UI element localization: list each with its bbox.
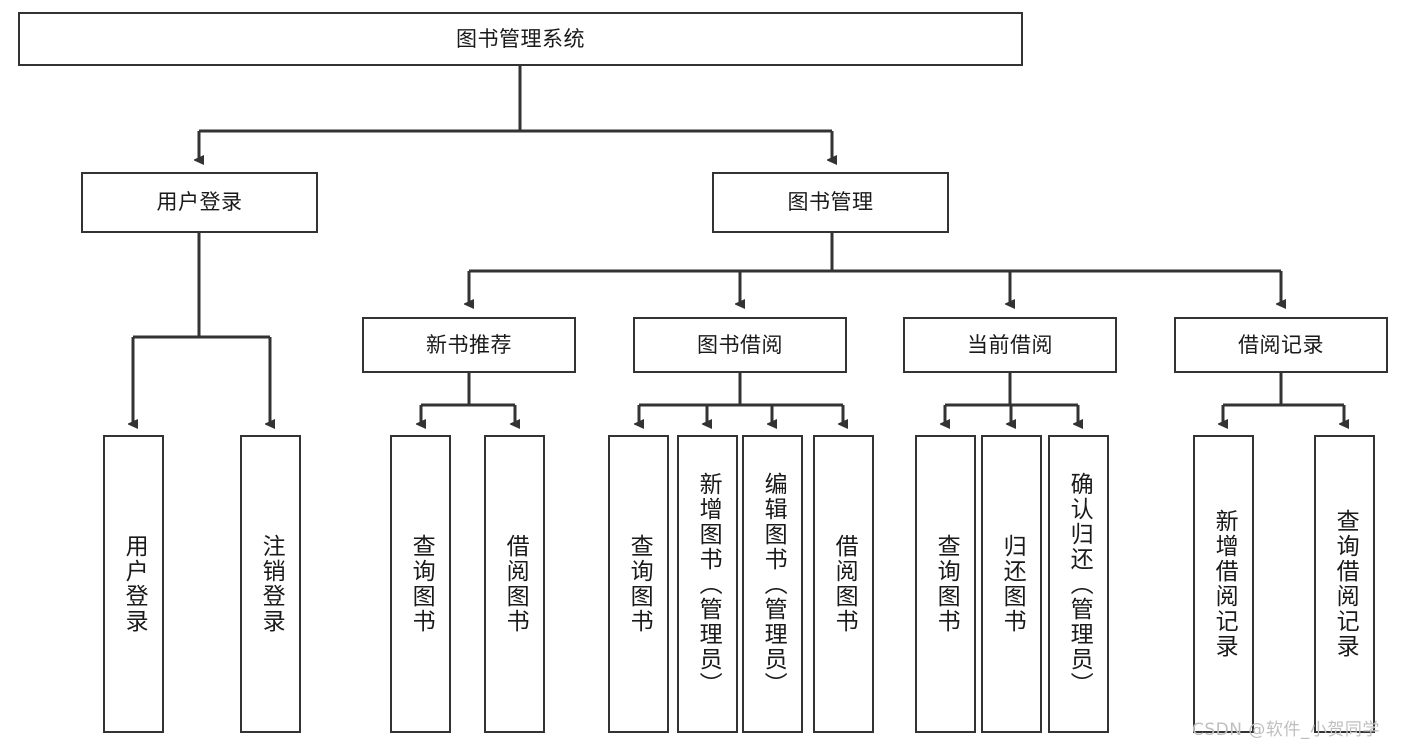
node-leaf-query-record-label: 查询借阅记录: [1332, 509, 1359, 659]
node-leaf-add-book[interactable]: 新增图书（管理员）: [677, 435, 738, 733]
node-leaf-borrow-book-1-label: 借阅图书: [502, 534, 529, 634]
node-leaf-confirm-return-label: 确认归还（管理员）: [1066, 471, 1093, 697]
node-leaf-add-record-label: 新增借阅记录: [1211, 509, 1238, 659]
node-leaf-query-book-3[interactable]: 查询图书: [915, 435, 976, 733]
node-book-borrow-label: 图书借阅: [697, 332, 783, 357]
node-leaf-return-book[interactable]: 归还图书: [981, 435, 1042, 733]
csdn-watermark: CSDN @软件_小贺同学: [1192, 720, 1380, 740]
node-book-manage[interactable]: 图书管理: [712, 172, 949, 233]
node-leaf-borrow-book-2-label: 借阅图书: [831, 534, 858, 634]
node-leaf-user-login-label: 用户登录: [121, 534, 148, 634]
node-leaf-borrow-book-1[interactable]: 借阅图书: [484, 435, 545, 733]
node-leaf-edit-book[interactable]: 编辑图书（管理员）: [742, 435, 803, 733]
node-book-borrow[interactable]: 图书借阅: [633, 317, 847, 373]
node-user-login-label: 用户登录: [156, 190, 243, 215]
node-leaf-query-book-3-label: 查询图书: [933, 534, 960, 634]
node-leaf-logout-label: 注销登录: [258, 534, 285, 634]
node-borrow-record-label: 借阅记录: [1238, 332, 1324, 357]
node-leaf-confirm-return[interactable]: 确认归还（管理员）: [1048, 435, 1109, 733]
node-current-borrow-label: 当前借阅: [967, 332, 1053, 357]
node-current-borrow[interactable]: 当前借阅: [903, 317, 1117, 373]
node-leaf-edit-book-label: 编辑图书（管理员）: [760, 471, 787, 697]
node-new-book-recommend-label: 新书推荐: [426, 332, 512, 357]
node-borrow-record[interactable]: 借阅记录: [1174, 317, 1388, 373]
node-leaf-user-login[interactable]: 用户登录: [103, 435, 164, 733]
node-leaf-query-record[interactable]: 查询借阅记录: [1314, 435, 1375, 733]
node-book-manage-label: 图书管理: [787, 190, 874, 215]
node-root[interactable]: 图书管理系统: [18, 12, 1023, 66]
node-leaf-logout[interactable]: 注销登录: [240, 435, 301, 733]
node-leaf-borrow-book-2[interactable]: 借阅图书: [813, 435, 874, 733]
node-leaf-query-book-1-label: 查询图书: [408, 534, 435, 634]
node-leaf-query-book-2[interactable]: 查询图书: [608, 435, 669, 733]
node-leaf-query-book-2-label: 查询图书: [626, 534, 653, 634]
node-user-login[interactable]: 用户登录: [81, 172, 318, 233]
node-leaf-add-record[interactable]: 新增借阅记录: [1193, 435, 1254, 733]
node-root-label: 图书管理系统: [456, 26, 585, 51]
node-leaf-return-book-label: 归还图书: [999, 534, 1026, 634]
node-new-book-recommend[interactable]: 新书推荐: [362, 317, 576, 373]
node-leaf-add-book-label: 新增图书（管理员）: [695, 471, 722, 697]
node-leaf-query-book-1[interactable]: 查询图书: [390, 435, 451, 733]
